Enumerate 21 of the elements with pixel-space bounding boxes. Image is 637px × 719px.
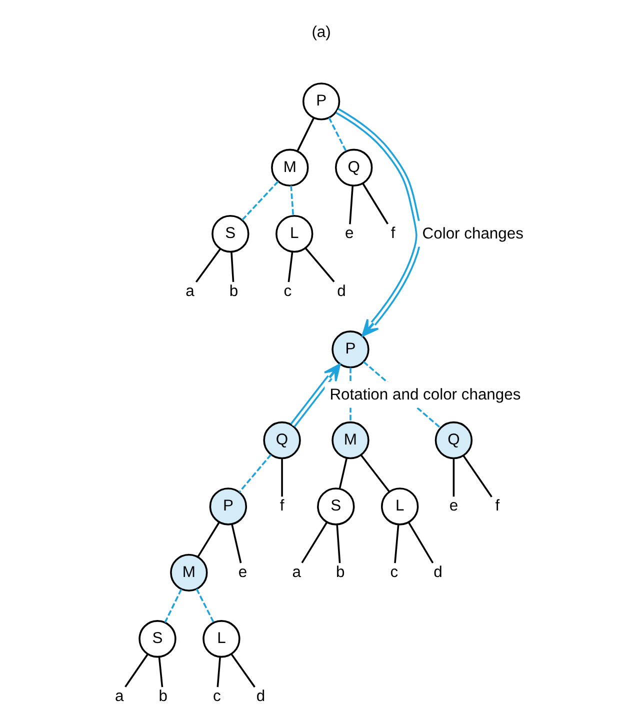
node-text: e — [238, 564, 248, 581]
node-text: b — [229, 282, 238, 300]
node-text: a — [114, 688, 124, 705]
node-text: b — [158, 688, 168, 705]
node-text: a — [186, 282, 194, 300]
node-text: c — [390, 564, 398, 581]
node-text: b — [336, 564, 345, 581]
node-text: f — [495, 498, 500, 515]
node-text: e — [449, 498, 458, 515]
node-text: d — [434, 564, 442, 581]
node-text: c — [284, 282, 292, 300]
edge-label: Rotation and color changes — [330, 386, 521, 404]
node-text: d — [337, 282, 346, 300]
node-text: f — [390, 224, 396, 242]
edge-label: Color changes — [422, 226, 524, 243]
node-text: d — [256, 688, 266, 705]
node-text: a — [292, 564, 301, 581]
label: (a) — [312, 24, 331, 42]
node-text: f — [280, 498, 284, 515]
node-text: e — [344, 224, 354, 242]
node-text: c — [213, 688, 221, 705]
